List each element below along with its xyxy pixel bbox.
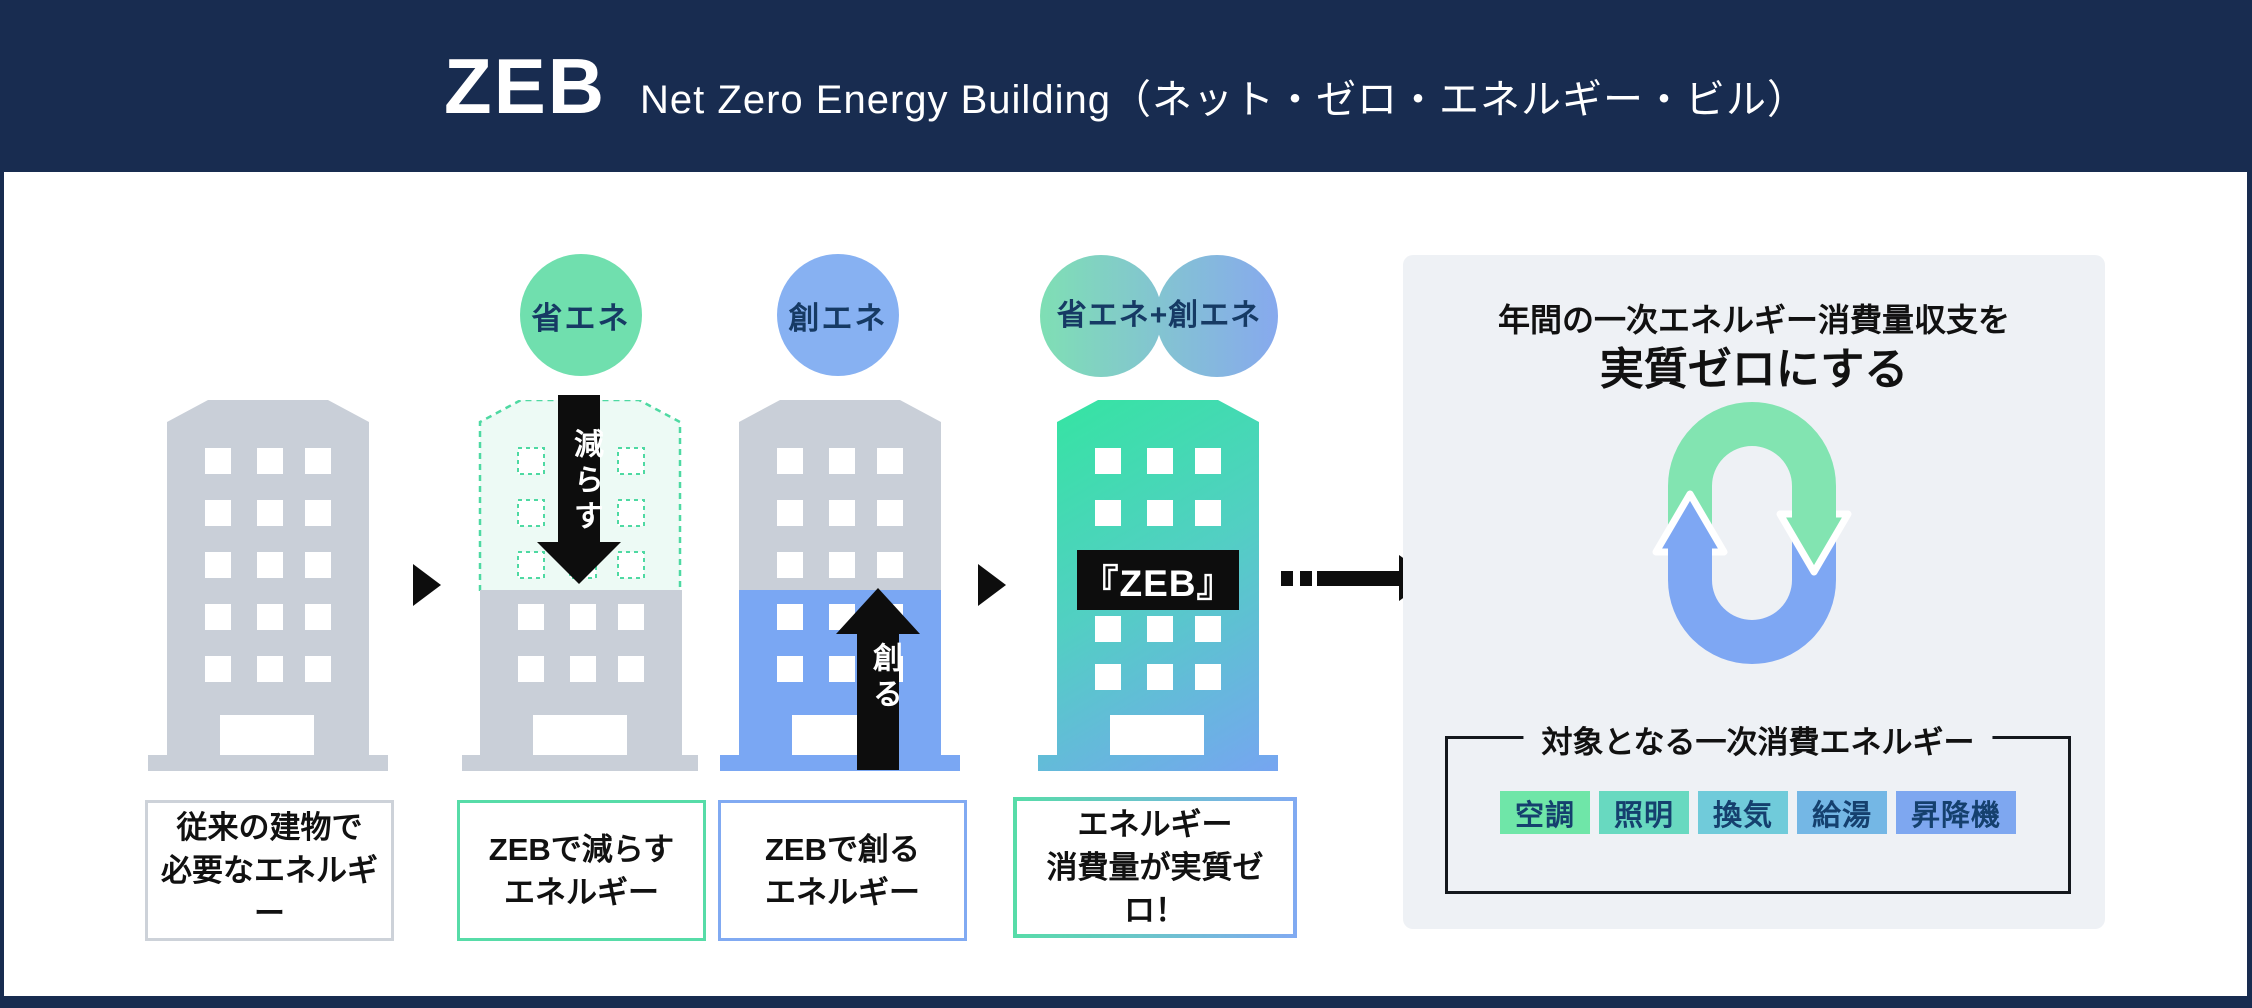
zeb-tag: 『ZEB』 xyxy=(1077,550,1239,610)
building-window xyxy=(205,500,231,526)
building-window xyxy=(305,552,331,578)
building-window xyxy=(205,552,231,578)
building-window xyxy=(777,448,803,474)
building-window xyxy=(777,500,803,526)
energy-saving-badge: 省エネ xyxy=(520,254,642,376)
label-line: エネルギー xyxy=(504,874,659,910)
building-window xyxy=(829,552,855,578)
building-window xyxy=(777,656,803,682)
label-line: 消費量が実質ゼロ！ xyxy=(1046,850,1264,928)
label-line: ZEBで創る xyxy=(765,831,920,867)
energy-tags-row: 空調 照明 換気 給湯 昇降機 xyxy=(1448,791,2068,834)
zeb-building: 『ZEB』 xyxy=(1038,400,1278,771)
building-window xyxy=(1147,616,1173,642)
building-window xyxy=(205,448,231,474)
building-window xyxy=(777,552,803,578)
reduce-arrow-icon xyxy=(537,395,621,584)
building-window xyxy=(205,604,231,630)
energy-tag-hot-water: 給湯 xyxy=(1797,791,1888,834)
energy-tag-air-conditioning: 空調 xyxy=(1499,791,1590,834)
building-window xyxy=(257,604,283,630)
label-box-zeb: エネルギー 消費量が実質ゼロ！ xyxy=(1013,797,1297,938)
building-window xyxy=(257,552,283,578)
building-window xyxy=(877,448,903,474)
building-window xyxy=(305,604,331,630)
building-window xyxy=(570,604,596,630)
building-window xyxy=(877,500,903,526)
create-arrow-label: 創る xyxy=(868,642,901,714)
energy-cycle-icon xyxy=(1652,402,1852,664)
header-subtitle: Net Zero Energy Building（ネット・ゼロ・エネルギー・ビル… xyxy=(640,78,1808,122)
building-window xyxy=(829,448,855,474)
merged-badge-shape xyxy=(1040,255,1278,377)
building-window xyxy=(1195,664,1221,690)
building-window xyxy=(1095,500,1121,526)
building-window xyxy=(257,500,283,526)
step-arrow-icon xyxy=(413,564,441,606)
building-window xyxy=(1095,616,1121,642)
page-header: ZEB Net Zero Energy Building（ネット・ゼロ・エネルギ… xyxy=(0,0,2252,172)
merged-badge-label: 省エネ+創エネ xyxy=(1056,299,1262,332)
building-window xyxy=(618,604,644,630)
building-window xyxy=(1195,448,1221,474)
building-window xyxy=(1195,616,1221,642)
building-window xyxy=(1095,664,1121,690)
panel-title-line1: 年間の一次エネルギー消費量収支を xyxy=(1497,302,2010,338)
building-conventional xyxy=(148,400,388,771)
building-window xyxy=(1147,500,1173,526)
building-window xyxy=(570,656,596,682)
footer-bar xyxy=(0,996,2252,1008)
building-reduced-lower xyxy=(462,590,698,771)
zeb-logo: ZEB xyxy=(444,42,607,130)
building-door xyxy=(1110,715,1204,755)
target-energy-box-title: 対象となる一次消費エネルギー xyxy=(1523,717,1993,762)
building-window xyxy=(305,500,331,526)
create-arrow-icon xyxy=(836,588,920,770)
label-line: 必要なエネルギー xyxy=(161,853,378,931)
energy-tag-ventilation: 換気 xyxy=(1697,791,1788,834)
label-line: エネルギー xyxy=(1077,807,1233,842)
building-window xyxy=(257,656,283,682)
label-box-reduce: ZEBで減らす エネルギー xyxy=(457,800,706,941)
energy-tag-elevator: 昇降機 xyxy=(1896,791,2017,834)
building-window xyxy=(618,656,644,682)
building-window xyxy=(257,448,283,474)
building-door xyxy=(533,715,627,755)
building-window xyxy=(829,500,855,526)
building-window xyxy=(518,656,544,682)
label-line: 従来の建物で xyxy=(176,810,363,845)
building-window xyxy=(1147,664,1173,690)
building-window xyxy=(829,656,855,682)
building-window xyxy=(1147,448,1173,474)
reduce-arrow-label: 減らす xyxy=(569,428,602,536)
building-window xyxy=(205,656,231,682)
label-line: エネルギー xyxy=(765,874,920,910)
panel-title-line2: 実質ゼロにする xyxy=(1599,345,1909,394)
building-window xyxy=(305,656,331,682)
building-window xyxy=(518,604,544,630)
building-window xyxy=(1195,500,1221,526)
building-create xyxy=(720,400,960,771)
building-window xyxy=(1095,448,1121,474)
building-window xyxy=(777,604,803,630)
label-line: ZEBで減らす xyxy=(488,831,675,867)
energy-creation-badge: 創エネ xyxy=(777,254,899,376)
building-window xyxy=(877,552,903,578)
step-arrow-icon xyxy=(978,564,1006,606)
label-box-create: ZEBで創る エネルギー xyxy=(718,800,967,941)
label-box-conventional: 従来の建物で 必要なエネルギー xyxy=(145,800,394,941)
building-window xyxy=(305,448,331,474)
energy-tag-lighting: 照明 xyxy=(1598,791,1689,834)
target-energy-box: 対象となる一次消費エネルギー 空調 照明 換気 給湯 昇降機 xyxy=(1445,717,2071,894)
building-door xyxy=(220,715,314,755)
